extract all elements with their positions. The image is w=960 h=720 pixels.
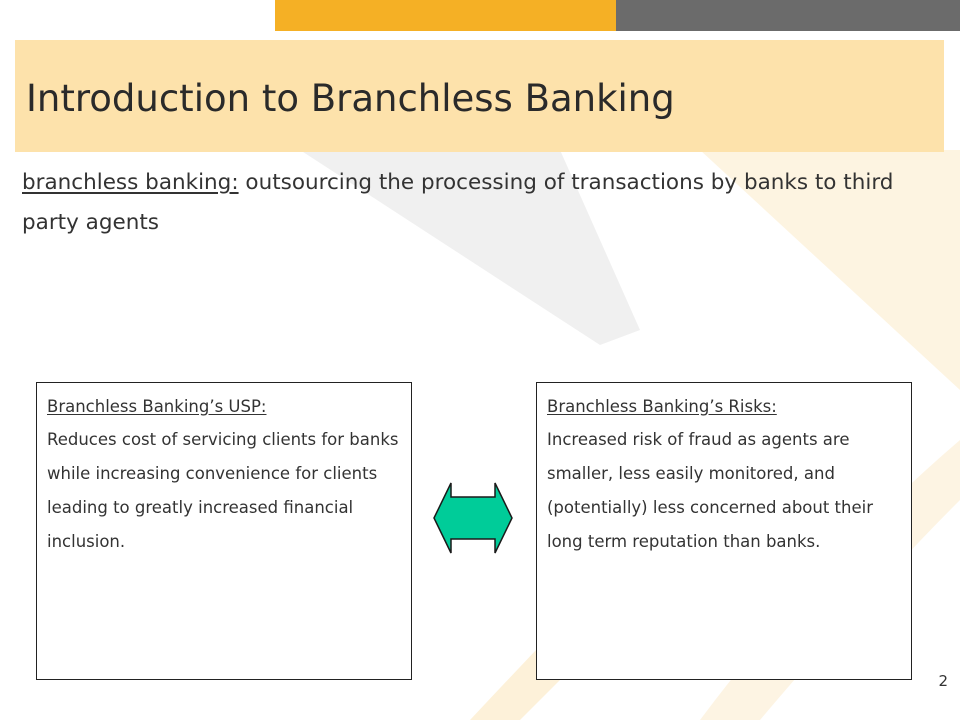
header-accent-bar-yellow xyxy=(275,0,616,31)
definition-term: branchless banking: xyxy=(22,170,239,195)
risks-heading: Branchless Banking’s Risks: xyxy=(547,397,777,416)
risks-body: Increased risk of fraud as agents are sm… xyxy=(547,430,874,551)
usp-heading: Branchless Banking’s USP: xyxy=(47,397,267,416)
header-accent-bar-gray xyxy=(616,0,960,31)
double-headed-arrow-icon xyxy=(433,482,513,554)
page-number: 2 xyxy=(938,672,948,690)
slide-title: Introduction to Branchless Banking xyxy=(26,77,675,120)
risks-box: Branchless Banking’s Risks: Increased ri… xyxy=(536,382,912,680)
usp-body: Reduces cost of servicing clients for ba… xyxy=(47,430,399,551)
definition-paragraph: branchless banking: outsourcing the proc… xyxy=(22,163,942,243)
title-band xyxy=(15,40,944,152)
usp-box: Branchless Banking’s USP: Reduces cost o… xyxy=(36,382,412,680)
definition-text: outsourcing the processing of transactio… xyxy=(22,170,894,235)
